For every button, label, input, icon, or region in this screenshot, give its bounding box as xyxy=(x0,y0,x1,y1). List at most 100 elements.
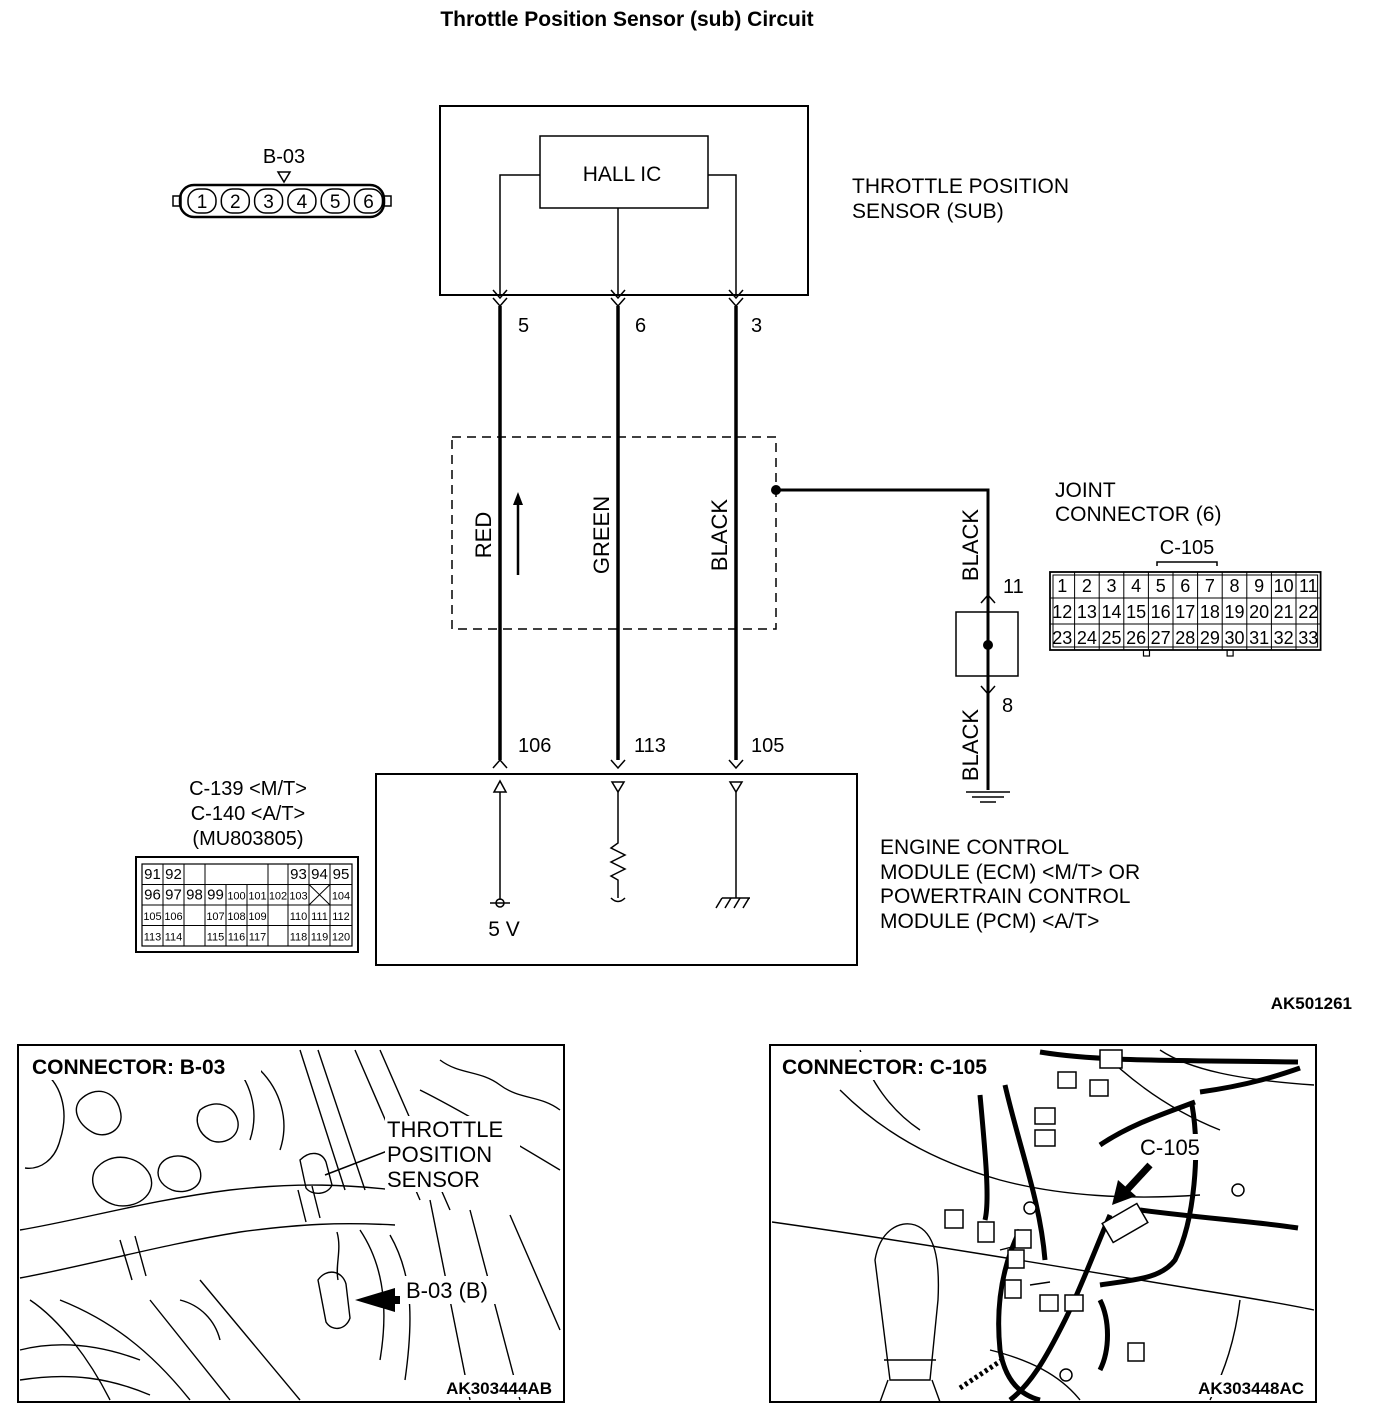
c105-pin: 19 xyxy=(1224,602,1244,622)
joint-pin-8: 8 xyxy=(1002,695,1013,717)
ecm-pin-105: 105 xyxy=(751,735,784,757)
photo-left-heading: CONNECTOR: B-03 xyxy=(32,1056,225,1079)
wire-black-label: BLACK xyxy=(707,499,732,571)
diagram-figure-id: AK501261 xyxy=(1271,994,1352,1013)
c105-pin: 10 xyxy=(1274,576,1294,596)
c105-pin: 26 xyxy=(1126,628,1146,648)
ecm-pin: 117 xyxy=(249,932,267,944)
c105-pin: 30 xyxy=(1224,628,1244,648)
ecm-box xyxy=(375,773,858,966)
b03-pin: 6 xyxy=(363,192,374,213)
interior-illustration xyxy=(771,1049,1315,1403)
harness-wires xyxy=(498,306,738,760)
b03-arrow-label: B-03 (B) xyxy=(406,1278,488,1303)
ecm-connector-line2: C-140 <A/T> xyxy=(191,803,306,825)
c105-pin: 14 xyxy=(1101,602,1121,622)
ecm-pin: 100 xyxy=(227,891,245,903)
engine-bay-illustration xyxy=(19,1049,561,1401)
b03-pin: 2 xyxy=(230,192,241,213)
c105-pin: 17 xyxy=(1175,602,1195,622)
ecm-pin: 104 xyxy=(332,891,350,903)
c105-pin: 3 xyxy=(1106,576,1116,596)
shield-wire xyxy=(776,488,990,600)
c105-pin: 13 xyxy=(1077,602,1097,622)
c105-pin: 4 xyxy=(1131,576,1141,596)
b03-pin: 1 xyxy=(197,192,208,213)
b03-pin: 4 xyxy=(297,192,308,213)
photo-right-figure-id: AK303448AC xyxy=(1198,1379,1304,1398)
sensor-pin-5: 5 xyxy=(518,315,529,337)
sensor-pin-6: 6 xyxy=(635,315,646,337)
photo-left-panel: CONNECTOR: B-03 THROTTLE POSITION SENSOR… xyxy=(17,1044,565,1403)
sensor-pin-3: 3 xyxy=(751,315,762,337)
ecm-pin: 113 xyxy=(144,932,162,944)
c105-pin: 31 xyxy=(1249,628,1269,648)
sensor-name-line2: SENSOR (SUB) xyxy=(852,200,1004,223)
c105-pin: 25 xyxy=(1101,628,1121,648)
c105-pin: 20 xyxy=(1249,602,1269,622)
b03-arrow-icon xyxy=(355,1288,395,1312)
b03-pin: 3 xyxy=(263,192,274,213)
ecm-pin: 108 xyxy=(227,911,245,923)
ecm-pin-113: 113 xyxy=(634,735,666,757)
c105-pin: 22 xyxy=(1298,602,1318,622)
hall-ic-label: HALL IC xyxy=(583,163,662,186)
c105-pin: 16 xyxy=(1151,602,1171,622)
photo-right-panel: CONNECTOR: C-105 C-105 AK303448AC xyxy=(769,1044,1317,1403)
b03-pin-cell xyxy=(187,188,217,214)
b03-pin-cell xyxy=(253,188,284,214)
sensor-callout-leader xyxy=(324,1147,396,1176)
ecm-pin: 114 xyxy=(165,932,183,944)
c105-pin: 23 xyxy=(1052,628,1072,648)
b03-pin-cell xyxy=(220,188,251,214)
ecm-terminals xyxy=(492,758,744,770)
ecm-pin: 118 xyxy=(290,932,308,944)
ecm-pin: 105 xyxy=(143,911,161,923)
ecm-pin: 99 xyxy=(207,887,224,904)
connector-blocks xyxy=(944,1049,1245,1382)
diagram-title: Throttle Position Sensor (sub) Circuit xyxy=(440,8,813,31)
ecm-pin: 103 xyxy=(289,891,307,903)
ecm-pin: 116 xyxy=(228,932,246,944)
c105-pin: 28 xyxy=(1175,628,1195,648)
ecm-pin: 111 xyxy=(311,911,328,923)
joint-title-line1: JOINT xyxy=(1055,479,1116,502)
ecm-pin: 91 xyxy=(144,866,161,883)
ecm-pin: 92 xyxy=(165,866,182,883)
sensor-box xyxy=(439,105,809,296)
c105-pin: 29 xyxy=(1200,628,1220,648)
c105-pin: 15 xyxy=(1126,602,1146,622)
ecm-pin: 110 xyxy=(290,911,308,923)
sensor-name-line1: THROTTLE POSITION xyxy=(852,175,1069,198)
c105-pin: 32 xyxy=(1274,628,1294,648)
c105-label: C-105 xyxy=(1160,537,1214,559)
ecm-name-line2: MODULE (ECM) <M/T> OR xyxy=(880,861,1140,884)
joint-wire-upper-label: BLACK xyxy=(958,509,983,581)
c105-pin: 9 xyxy=(1254,576,1264,596)
ecm-pin: 107 xyxy=(206,911,224,923)
callout-line2: POSITION xyxy=(387,1142,492,1167)
photo-left-figure-id: AK303444AB xyxy=(446,1379,552,1398)
callout-line3: SENSOR xyxy=(387,1167,480,1192)
joint-pin-11: 11 xyxy=(1003,576,1024,598)
shield-region xyxy=(451,436,777,630)
joint-title-line2: CONNECTOR (6) xyxy=(1055,503,1221,526)
resistor-icon xyxy=(609,792,627,898)
ecm-pin: 115 xyxy=(207,932,225,944)
b03-pin-cell xyxy=(320,188,350,214)
ecm-pin: 120 xyxy=(332,932,350,944)
wire-red-label: RED xyxy=(471,512,496,558)
b03-pin: 5 xyxy=(330,192,341,213)
ecm-name-line3: POWERTRAIN CONTROL xyxy=(880,885,1130,908)
photo-right-heading: CONNECTOR: C-105 xyxy=(782,1056,987,1079)
callout-line1: THROTTLE xyxy=(387,1117,503,1142)
c105-pin: 33 xyxy=(1298,628,1318,648)
c105-arrow-icon xyxy=(1112,1180,1136,1205)
joint-wire-lower-label: BLACK xyxy=(958,709,983,781)
b03-pin-cell xyxy=(353,188,384,214)
c105-pin: 8 xyxy=(1229,576,1239,596)
supply-voltage-label: 5 V xyxy=(488,918,520,941)
